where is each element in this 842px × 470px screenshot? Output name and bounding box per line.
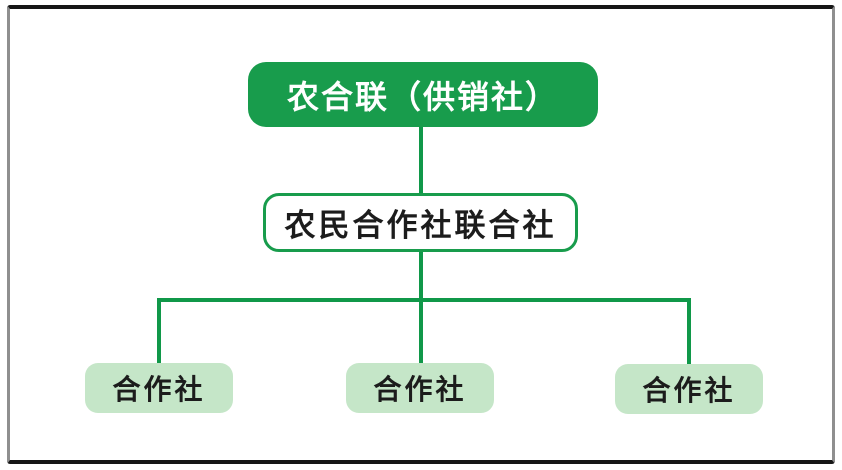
org-node-cooperative-3-label: 合作社 xyxy=(642,375,736,406)
connector-drop-right xyxy=(687,298,691,365)
org-node-federation: 农民合作社联合社 xyxy=(263,193,578,252)
connector-federation-to-bus xyxy=(419,252,423,302)
org-node-cooperative-2-label: 合作社 xyxy=(373,374,467,405)
connector-drop-left xyxy=(157,298,161,364)
connector-root-to-federation xyxy=(419,127,423,193)
org-node-cooperative-1-label: 合作社 xyxy=(112,374,206,405)
figure-border-frame xyxy=(7,5,835,464)
org-node-cooperative-2: 合作社 xyxy=(346,363,494,413)
connector-drop-middle xyxy=(419,298,423,364)
org-node-root-label: 农合联（供销社） xyxy=(286,78,559,115)
org-node-cooperative-1: 合作社 xyxy=(85,363,233,413)
org-node-cooperative-3: 合作社 xyxy=(615,364,763,414)
org-node-federation-label: 农民合作社联合社 xyxy=(284,208,557,243)
org-node-root: 农合联（供销社） xyxy=(248,62,598,127)
connector-horizontal-bus xyxy=(157,298,691,302)
